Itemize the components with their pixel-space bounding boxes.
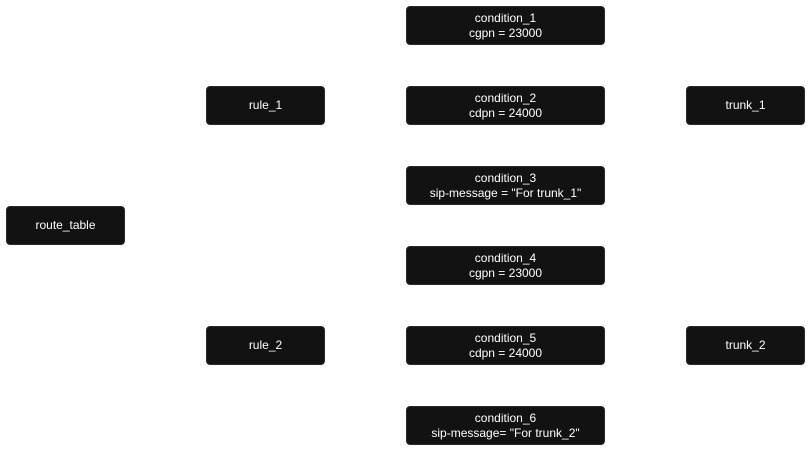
condition-3-expr: sip-message = "For trunk_1" <box>429 185 582 200</box>
condition-6-name: condition_6 <box>474 410 537 425</box>
rule-1-label: rule_1 <box>248 98 283 112</box>
route-table-label: route_table <box>35 218 96 232</box>
trunk-1-node[interactable]: trunk_1 <box>686 86 805 125</box>
condition-3-name: condition_3 <box>474 170 537 185</box>
condition-6-node[interactable]: condition_6 sip-message= "For trunk_2" <box>406 406 605 445</box>
condition-1-node[interactable]: condition_1 cgpn = 23000 <box>406 6 605 45</box>
condition-5-expr: cdpn = 24000 <box>468 345 543 360</box>
condition-4-node[interactable]: condition_4 cgpn = 23000 <box>406 246 605 285</box>
rule-2-label: rule_2 <box>248 338 283 352</box>
condition-4-name: condition_4 <box>474 250 537 265</box>
condition-2-expr: cdpn = 24000 <box>468 105 543 120</box>
trunk-2-label: trunk_2 <box>725 338 766 352</box>
condition-1-name: condition_1 <box>474 10 537 25</box>
condition-3-node[interactable]: condition_3 sip-message = "For trunk_1" <box>406 166 605 205</box>
condition-5-node[interactable]: condition_5 cdpn = 24000 <box>406 326 605 365</box>
condition-5-name: condition_5 <box>474 330 537 345</box>
condition-1-expr: cgpn = 23000 <box>468 25 543 40</box>
rule-2-node[interactable]: rule_2 <box>206 326 325 365</box>
trunk-1-label: trunk_1 <box>725 98 766 112</box>
route-table-node[interactable]: route_table <box>6 206 125 245</box>
condition-6-expr: sip-message= "For trunk_2" <box>431 425 580 440</box>
rule-1-node[interactable]: rule_1 <box>206 86 325 125</box>
trunk-2-node[interactable]: trunk_2 <box>686 326 805 365</box>
condition-2-name: condition_2 <box>474 90 537 105</box>
condition-2-node[interactable]: condition_2 cdpn = 24000 <box>406 86 605 125</box>
condition-4-expr: cgpn = 23000 <box>468 265 543 280</box>
